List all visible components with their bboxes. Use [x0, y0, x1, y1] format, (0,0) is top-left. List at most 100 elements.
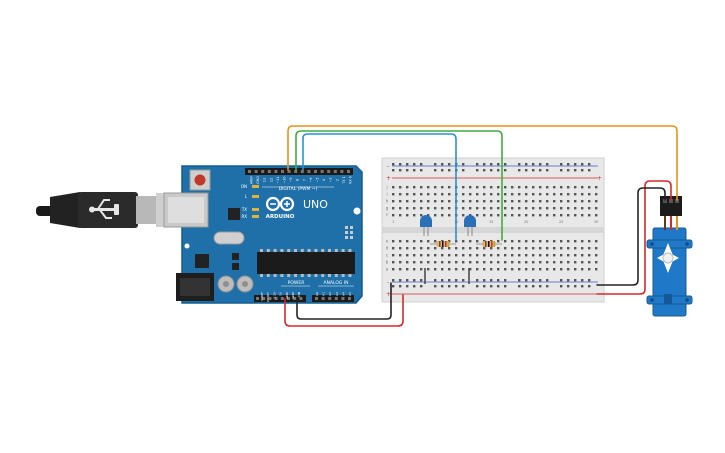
power-pin-hole[interactable] [268, 297, 272, 300]
row-letter: e [386, 239, 389, 244]
digital-pin-label: ~10 [283, 177, 287, 184]
wire-black-gnd [296, 282, 392, 320]
wire-green [295, 130, 503, 241]
digital-pin-label: 7 [302, 179, 306, 181]
rail-minus-top: - [387, 163, 389, 170]
digital-pin-label: AREF [250, 176, 254, 185]
digital-pin-label: ~5 [316, 178, 320, 183]
row-letter: a [386, 267, 389, 272]
power-pin-hole[interactable] [287, 297, 290, 300]
usb-trident-icon [89, 199, 119, 219]
column-number: 25 [559, 220, 563, 224]
digital-pin-hole[interactable] [347, 170, 350, 173]
power-pin-label: 3.3V [272, 291, 276, 299]
analog-pin-label: A5 [348, 292, 352, 296]
digital-header-label: DIGITAL (PWM ~) [279, 186, 318, 192]
svg-text:RX: RX [241, 214, 247, 219]
wire-blue [302, 133, 457, 241]
column-number: 15 [489, 220, 493, 224]
analog-pin-hole[interactable] [328, 297, 332, 300]
power-pin-hole[interactable] [280, 297, 284, 300]
digital-pin-label: 12 [269, 178, 273, 182]
power-pin-label: GND [291, 291, 295, 299]
digital-pin-hole[interactable] [287, 170, 291, 173]
svg-text:ON: ON [241, 184, 247, 189]
digital-pin-hole[interactable] [281, 170, 284, 173]
usb-chip [228, 208, 240, 220]
rail-plus-top: + [386, 175, 391, 182]
status-leds: L TX RX ON [241, 184, 259, 219]
wire-orange-signal [287, 125, 678, 201]
digital-pin-hole[interactable] [333, 170, 337, 173]
atmega-chip [257, 252, 355, 274]
column-number: 20 [524, 220, 528, 224]
power-pin-hole[interactable] [299, 297, 303, 300]
power-header [254, 295, 306, 302]
digital-pin-hole[interactable] [307, 170, 311, 173]
rail-plus-bottom: + [386, 291, 391, 298]
analog-pin-hole[interactable] [315, 297, 318, 300]
rail-minus-bottom: - [387, 279, 389, 286]
digital-pin-label: ~9 [289, 178, 293, 183]
digital-pin-hole[interactable] [340, 170, 344, 173]
arduino-logo-icon [265, 196, 295, 212]
analog-pin-label: A0 [315, 292, 319, 296]
analog-label: ANALOG IN [323, 280, 348, 286]
digital-pin-hole[interactable] [314, 170, 317, 173]
power-pin-hole[interactable] [293, 297, 297, 300]
rail-plus-right: + [597, 175, 602, 182]
digital-pin-hole[interactable] [248, 170, 251, 173]
resistor-right [476, 241, 502, 247]
icsp-header [345, 226, 353, 239]
wires [284, 125, 678, 327]
analog-pin-hole[interactable] [334, 297, 338, 300]
resistor-left [430, 241, 456, 247]
power-pin-hole[interactable] [256, 297, 259, 300]
servo-motor [646, 196, 693, 317]
power-pin-label: VIN [297, 292, 301, 297]
digital-pin-hole[interactable] [320, 170, 324, 173]
analog-header [312, 295, 354, 302]
power-pin-label: GND [285, 291, 289, 299]
analog-pin-hole[interactable] [341, 297, 345, 300]
svg-text:L: L [245, 194, 248, 199]
digital-pin-hole[interactable] [300, 170, 304, 173]
digital-pin-label: ~6 [309, 178, 313, 183]
row-letter: h [386, 199, 389, 204]
capacitor-1 [217, 275, 235, 293]
led-right [464, 215, 476, 236]
power-pin-hole[interactable] [262, 297, 266, 300]
usb-cable [36, 192, 166, 228]
digital-header [245, 168, 353, 175]
row-letter: f [386, 213, 388, 218]
digital-pin-label: ~11 [276, 177, 280, 184]
power-pin-hole[interactable] [274, 297, 278, 300]
wire-red-5v [284, 294, 404, 327]
board-model: UNO [303, 198, 328, 211]
digital-pin-hole[interactable] [267, 170, 271, 173]
analog-pin-label: A4 [341, 292, 345, 296]
digital-pin-hole[interactable] [294, 170, 298, 173]
row-letter: d [386, 246, 389, 251]
analog-pin-label: A2 [328, 292, 332, 296]
digital-pin-label: TX 1 [342, 176, 346, 184]
digital-pin-label: 4 [322, 179, 326, 181]
row-letter: b [386, 260, 389, 265]
power-pin-label: RESET [266, 292, 270, 302]
voltage-regulator [195, 254, 209, 268]
column-number: 30 [594, 220, 598, 224]
wire-black-servo [596, 187, 666, 286]
digital-pin-hole[interactable] [254, 170, 258, 173]
digital-pin-label: RX 0 [349, 176, 353, 184]
digital-pin-hole[interactable] [327, 170, 331, 173]
digital-pin-hole[interactable] [261, 170, 265, 173]
analog-pin-hole[interactable] [348, 297, 351, 300]
column-number: 1 [392, 220, 394, 224]
analog-pin-hole[interactable] [321, 297, 325, 300]
reset-button[interactable] [189, 169, 211, 191]
digital-pin-hole[interactable] [274, 170, 278, 173]
servo-horn-icon [657, 243, 679, 273]
row-letter: g [386, 206, 389, 211]
